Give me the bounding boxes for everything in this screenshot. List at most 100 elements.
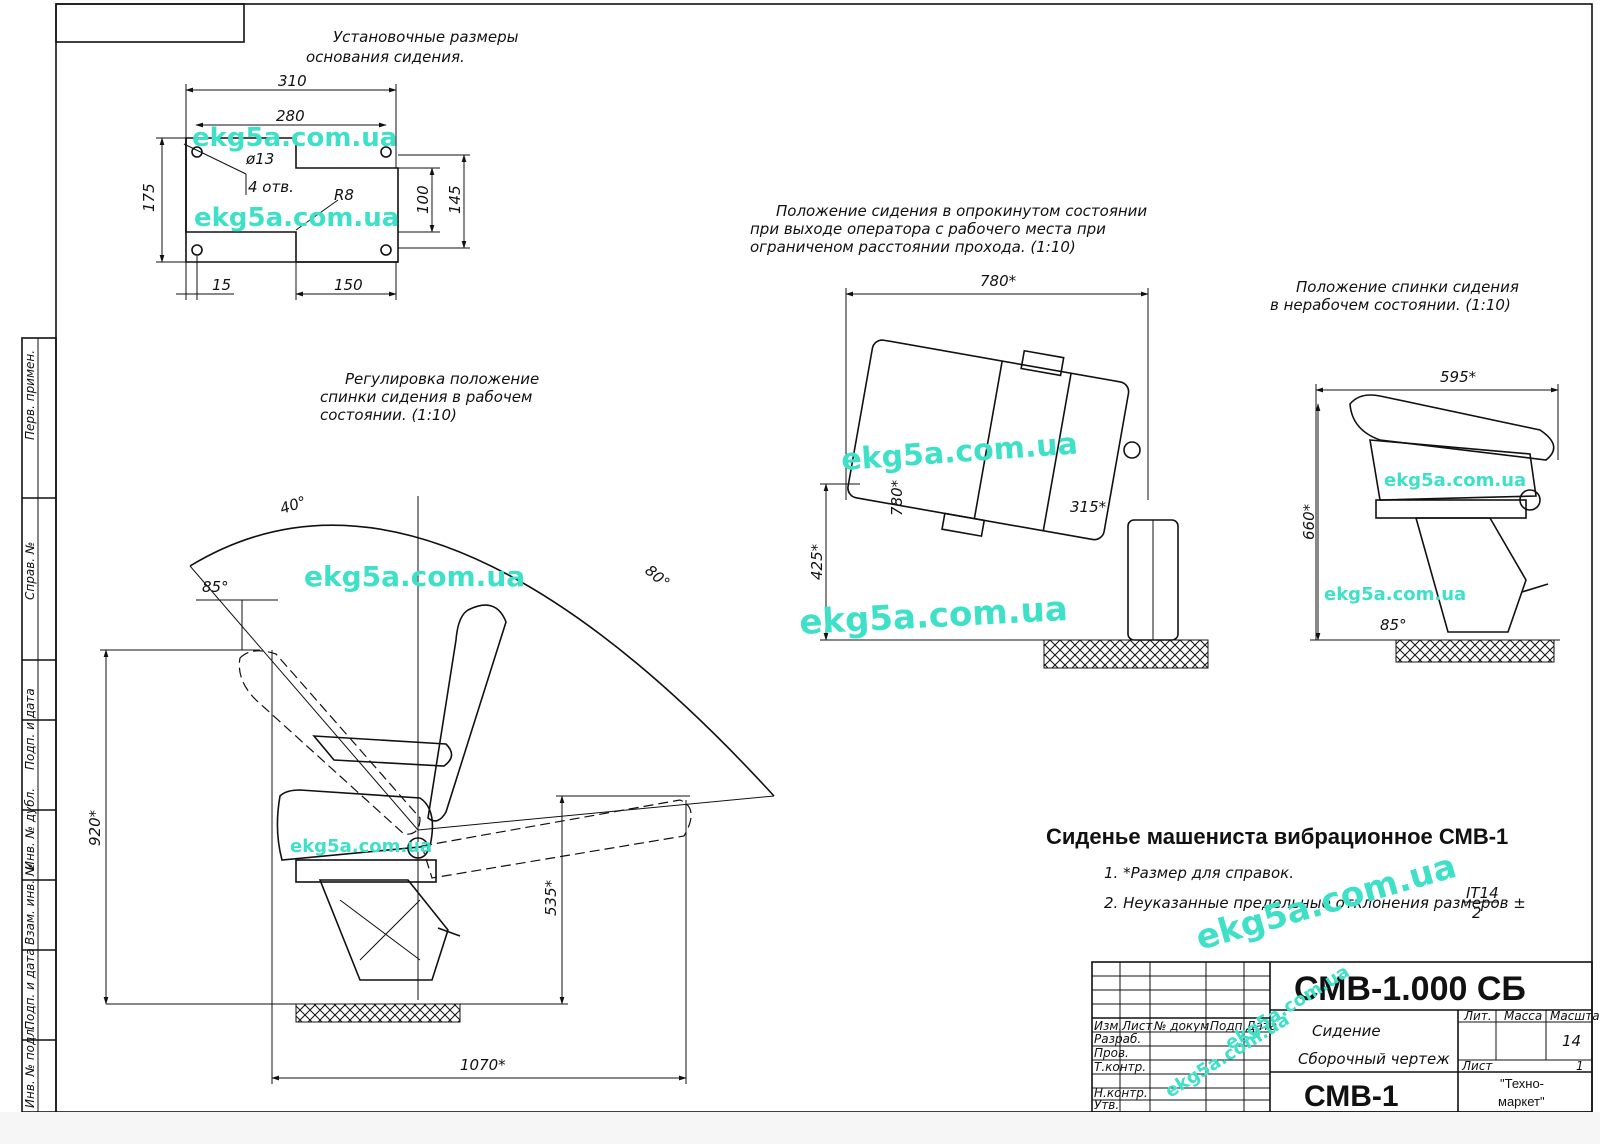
watermark: ekg5a.com.ua bbox=[840, 427, 1079, 478]
dim-13: ø13 bbox=[245, 150, 274, 168]
adjust-arc bbox=[189, 524, 775, 797]
dim-15: 15 bbox=[212, 276, 231, 294]
dim-425: 425* bbox=[808, 543, 826, 580]
working-caption-2: спинки сидения в рабочем bbox=[320, 388, 532, 406]
tb-header-4: Подп. bbox=[1210, 1019, 1246, 1033]
tb-role-5: Утв. bbox=[1094, 1098, 1119, 1112]
folded-seat bbox=[1369, 439, 1537, 501]
dim-holes: 4 отв. bbox=[248, 178, 294, 196]
backrest-reclined bbox=[421, 799, 692, 879]
backrest-view: Положение спинки сидения в нерабочем сос… bbox=[1270, 278, 1560, 663]
watermark: ekg5a.com.ua bbox=[304, 560, 525, 593]
backrest-upright bbox=[427, 604, 507, 822]
dim-150: 150 bbox=[334, 276, 363, 294]
col-lit: Лит. bbox=[1463, 1009, 1492, 1023]
note-2: 2. Неуказанные предельные отклонения раз… bbox=[1104, 894, 1526, 912]
angle-85-backrest: 85° bbox=[1380, 616, 1407, 634]
backrest-caption-1: Положение спинки сидения bbox=[1296, 278, 1519, 296]
dim-145: 145 bbox=[446, 185, 464, 214]
tilt-view: Положение сидения в опрокинутом состояни… bbox=[750, 202, 1209, 669]
tb-header-2: Лист bbox=[1121, 1019, 1153, 1033]
watermark: ekg5a.com.ua bbox=[798, 589, 1068, 643]
side-stamp-1: Перв. примен. bbox=[23, 350, 37, 440]
working-view: Регулировка положение спинки сидения в р… bbox=[86, 370, 775, 1084]
angle-80: 80° bbox=[641, 561, 673, 592]
seat-slider bbox=[295, 859, 437, 883]
tb-role-2: Пров. bbox=[1094, 1046, 1129, 1060]
col-sheet: Лист bbox=[1461, 1059, 1493, 1073]
dim-r8: R8 bbox=[334, 186, 354, 204]
note-1: 1. *Размер для справок. bbox=[1104, 864, 1294, 882]
company-1: "Техно- bbox=[1500, 1076, 1544, 1091]
tilt-caption-1: Положение сидения в опрокинутом состояни… bbox=[776, 202, 1147, 220]
base-caption-2: основания сидения. bbox=[306, 48, 465, 66]
watermark: ekg5a.com.ua bbox=[192, 123, 397, 153]
bottom-strip bbox=[0, 1112, 1600, 1144]
note-2-denominator: 2 bbox=[1472, 904, 1482, 922]
side-stamp-2: Справ. № bbox=[23, 542, 37, 600]
notes-block: Сиденье машениста вибрационное СМВ-1 1. … bbox=[1046, 824, 1526, 922]
watermark: ekg5a.com.ua bbox=[290, 836, 432, 857]
tb-header-5: Дата bbox=[1245, 1019, 1277, 1033]
dim-100: 100 bbox=[414, 185, 432, 214]
doc-model: СМВ-1 bbox=[1304, 1080, 1399, 1113]
folded-suspension bbox=[1414, 517, 1527, 633]
product-title: Сиденье машениста вибрационное СМВ-1 bbox=[1046, 824, 1508, 849]
watermark: ekg5a.com.ua bbox=[194, 203, 399, 233]
folded-backrest bbox=[1349, 394, 1555, 461]
side-stamp-5: Взам. инв. № bbox=[23, 864, 37, 945]
dim-535: 535* bbox=[542, 879, 560, 916]
armrest bbox=[312, 735, 453, 767]
side-stamp-4: Инв. № дубл. bbox=[23, 788, 37, 870]
tb-role-3: Т.контр. bbox=[1094, 1060, 1146, 1074]
tilt-caption-2: при выходе оператора с рабочего места пр… bbox=[750, 220, 1106, 238]
side-stamps: Перв. примен. Справ. № Подп. и дата Инв.… bbox=[23, 350, 37, 1108]
dim-175: 175 bbox=[140, 183, 158, 212]
base-plate bbox=[185, 137, 399, 263]
tb-header-1: Изм. bbox=[1094, 1019, 1122, 1033]
tb-header-3: № докум. bbox=[1153, 1019, 1213, 1033]
side-stamp-6: Подп. и дата bbox=[23, 948, 37, 1030]
mount-hole bbox=[191, 146, 203, 158]
backrest-caption-2: в нерабочем состоянии. (1:10) bbox=[1270, 296, 1511, 314]
side-stamp-7: Инв. № подл. bbox=[23, 1025, 37, 1108]
working-caption-3: состоянии. (1:10) bbox=[320, 406, 457, 424]
scale-value: 14 bbox=[1562, 1032, 1581, 1050]
doc-code: СМВ-1.000 СБ bbox=[1294, 970, 1526, 1008]
dim-280: 280 bbox=[276, 107, 305, 125]
dim-1070: 1070* bbox=[460, 1056, 506, 1074]
col-mass: Масса bbox=[1504, 1009, 1542, 1023]
dim-595: 595* bbox=[1440, 368, 1477, 386]
dim-920: 920* bbox=[86, 809, 104, 846]
dim-660: 660* bbox=[1300, 503, 1318, 540]
angle-85: 85° bbox=[202, 578, 229, 596]
pivot-knob bbox=[407, 837, 429, 859]
note-2-numerator: IT14 bbox=[1466, 884, 1499, 902]
base-caption-1: Установочные размеры bbox=[333, 28, 519, 46]
watermark: ekg5a.com.ua bbox=[1384, 470, 1526, 491]
dim-315: 315* bbox=[1070, 498, 1107, 516]
tb-role-4: Н.контр. bbox=[1094, 1086, 1148, 1100]
angle-40: 40° bbox=[278, 492, 309, 517]
col-sheets: 1 bbox=[1576, 1059, 1584, 1073]
base-view: Установочные размеры основания сидения. … bbox=[140, 28, 519, 300]
dim-780-height: 780* bbox=[888, 479, 906, 516]
tb-role-1: Разраб. bbox=[1094, 1032, 1141, 1046]
floor-hatch bbox=[295, 1003, 461, 1023]
tilt-floor-hatch bbox=[1043, 639, 1209, 669]
working-caption-1: Регулировка положение bbox=[345, 370, 539, 388]
backrest-tilted-back bbox=[238, 650, 421, 835]
seat-cushion bbox=[276, 789, 434, 861]
watermarks: ekg5a.com.ua ekg5a.com.ua ekg5a.com.ua e… bbox=[192, 123, 1526, 1102]
sheet-frame bbox=[21, 3, 1593, 1113]
doc-name: Сидение bbox=[1312, 1022, 1381, 1040]
dim-310: 310 bbox=[278, 72, 307, 90]
suspension bbox=[318, 879, 449, 981]
company-2: маркет" bbox=[1498, 1094, 1545, 1109]
tilt-caption-3: ограниченом расстоянии прохода. (1:10) bbox=[750, 238, 1076, 256]
doc-type: Сборочный чертеж bbox=[1298, 1050, 1450, 1068]
watermark: ekg5a.com.ua bbox=[1324, 584, 1466, 605]
side-stamp-3: Подп. и дата bbox=[23, 688, 37, 770]
col-scale: Масштаб bbox=[1550, 1009, 1600, 1023]
